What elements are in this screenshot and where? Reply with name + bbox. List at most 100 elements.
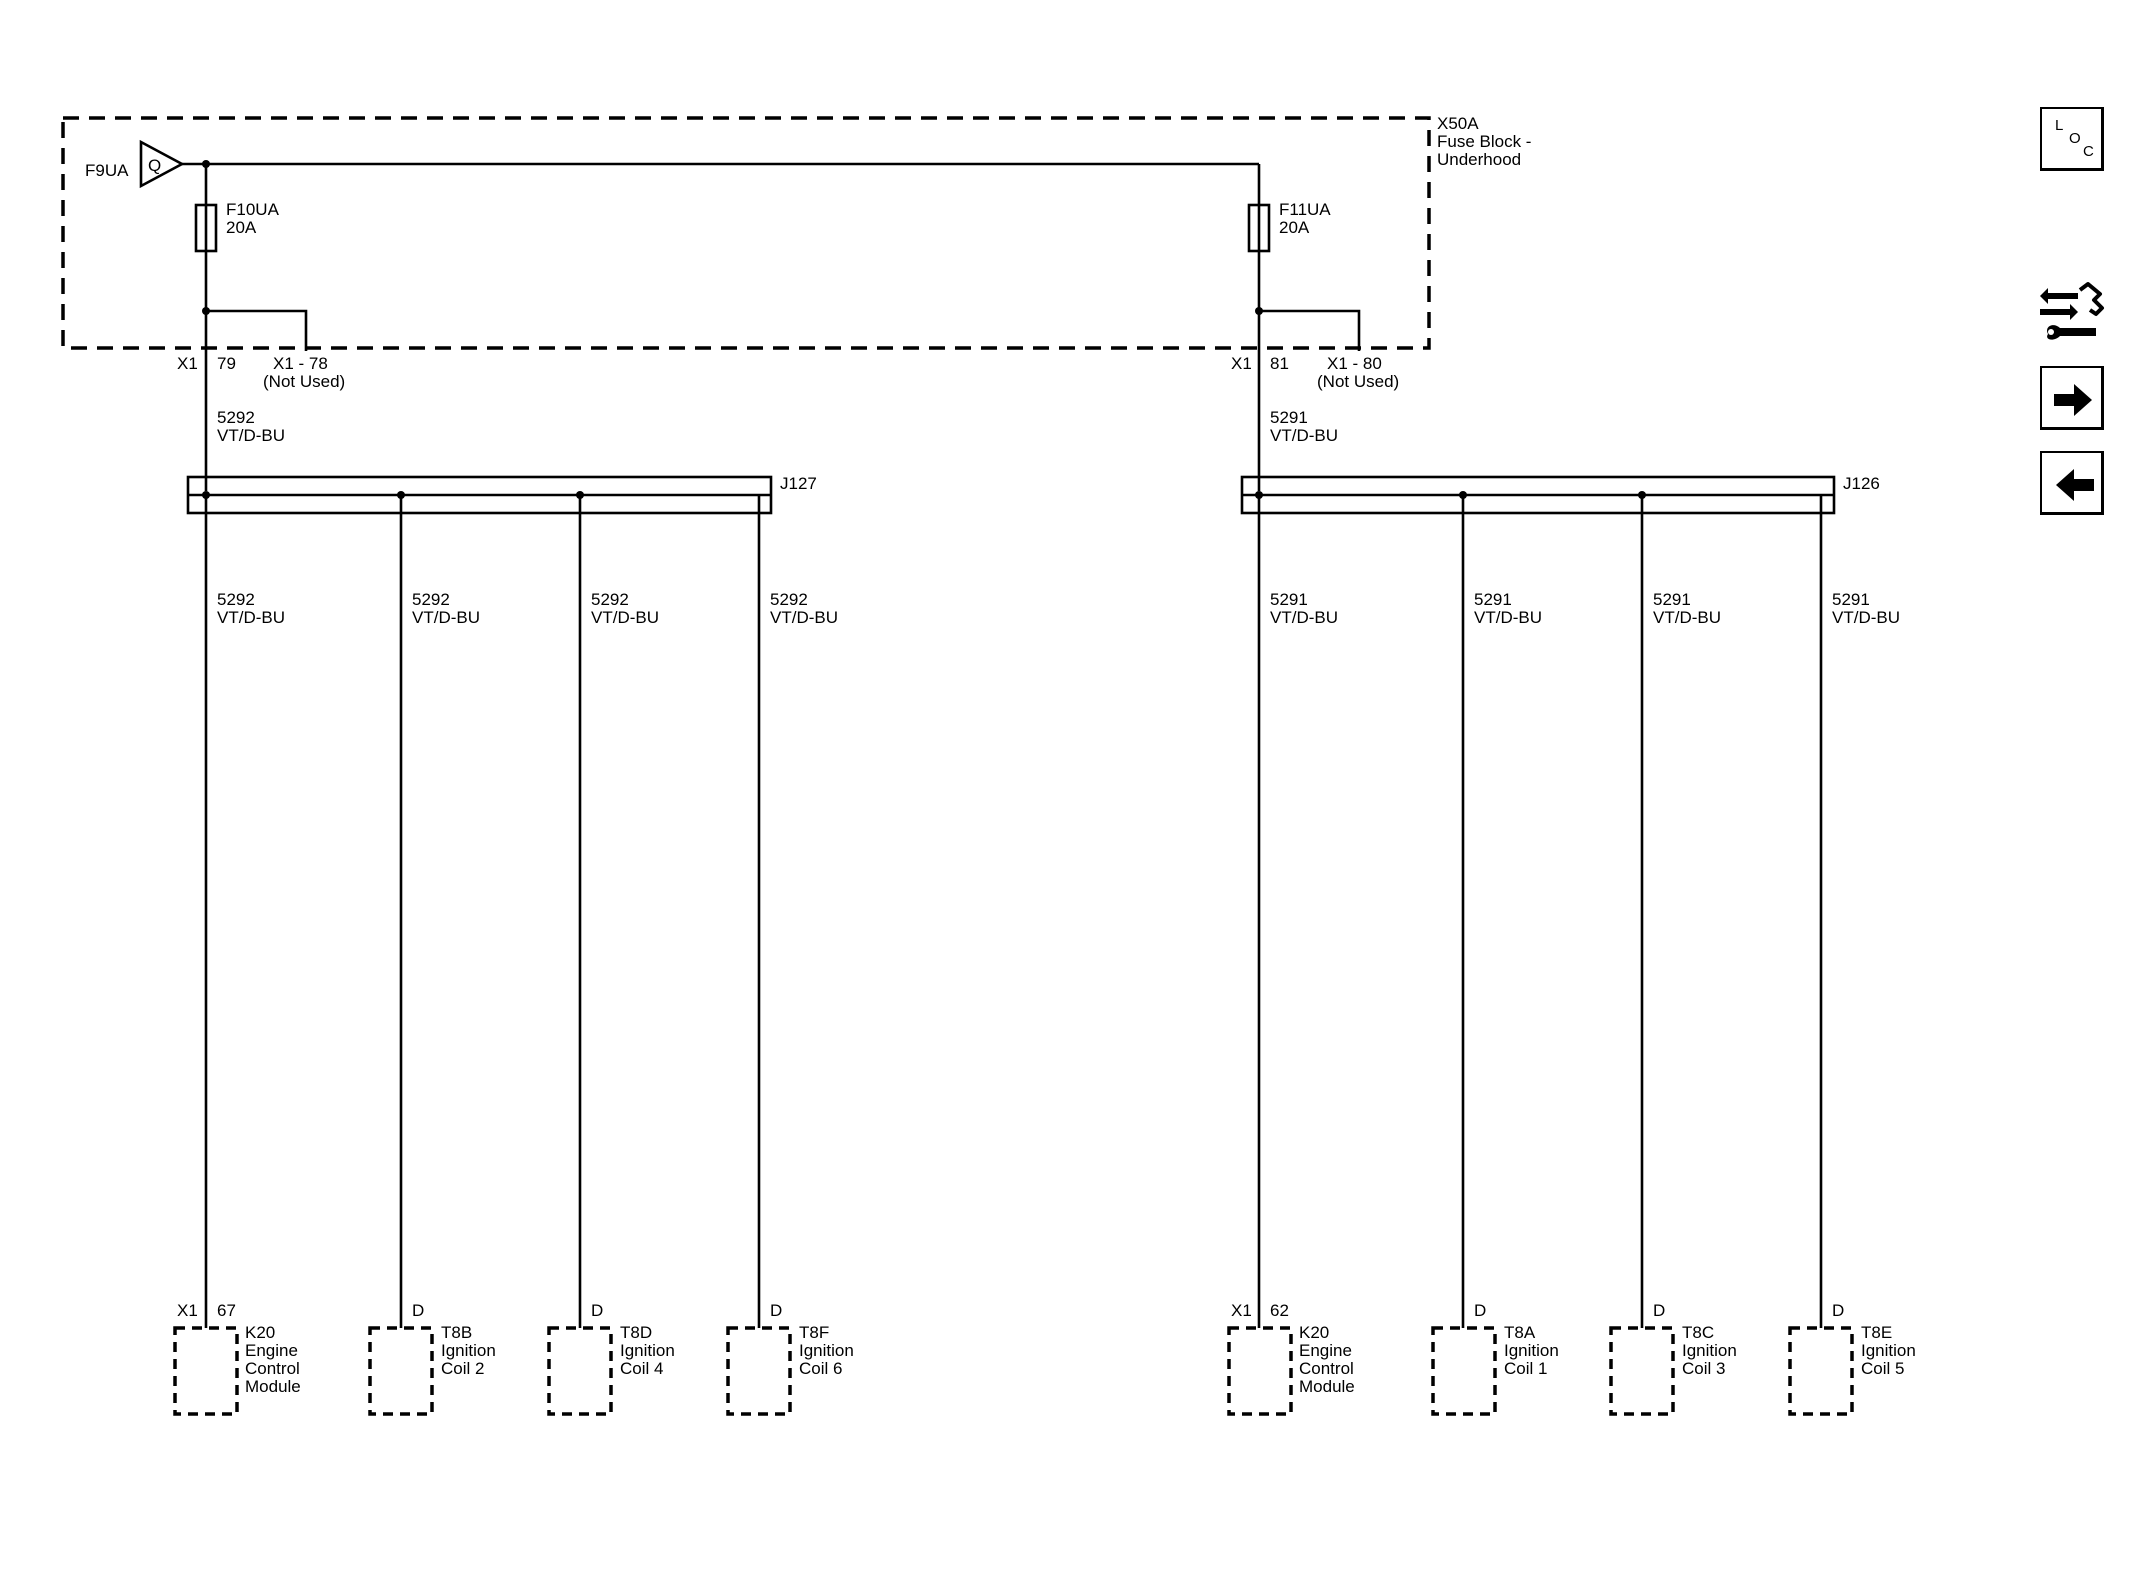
fuse-block-id: X50A (1437, 114, 1479, 133)
component-connector-box (726, 1326, 792, 1416)
branch-connector: X1 (177, 1301, 198, 1320)
branch-t8a-coil-1: 5291 VT/D-BU D T8A Ignition Coil 1 (1431, 491, 1559, 1416)
component-name-line1: Ignition (1504, 1341, 1559, 1360)
unused-pin-80-stub (1259, 309, 1361, 351)
previous-page-button[interactable] (2040, 451, 2104, 515)
component-id: T8F (799, 1323, 829, 1342)
component-name-line1: Ignition (620, 1341, 675, 1360)
circuit-5291-feed-number: 5291 (1270, 408, 1308, 427)
component-name-line2: Control (1299, 1359, 1354, 1378)
branch-t8c-coil-3: 5291 VT/D-BU D T8C Ignition Coil 3 (1609, 491, 1737, 1416)
component-connector-box (1227, 1326, 1293, 1416)
component-id: T8E (1861, 1323, 1892, 1342)
branch-t8d-coil-4: 5292 VT/D-BU D T8D Ignition Coil 4 (547, 491, 675, 1416)
branch-circuit-number: 5292 (770, 590, 808, 609)
branch-circuit-number: 5292 (217, 590, 255, 609)
branch-connector: X1 (1231, 1301, 1252, 1320)
component-id: T8C (1682, 1323, 1714, 1342)
branch-wire-color: VT/D-BU (412, 608, 480, 627)
unused-pin-80-note: (Not Used) (1317, 372, 1399, 391)
branch-wire-color: VT/D-BU (1270, 608, 1338, 627)
branch-circuit-number: 5291 (1832, 590, 1870, 609)
branch-wire-color: VT/D-BU (1832, 608, 1900, 627)
branch-pin: D (1474, 1301, 1486, 1320)
left-connector-label: X1 (177, 354, 198, 373)
branch-pin: D (412, 1301, 424, 1320)
loc-letter-l: L (2055, 117, 2064, 134)
component-connector-box (547, 1326, 613, 1416)
component-connector-box (1431, 1326, 1497, 1416)
component-connector-box (173, 1326, 239, 1416)
branch-pin: D (770, 1301, 782, 1320)
component-id: T8A (1504, 1323, 1536, 1342)
component-name-line3: Module (245, 1377, 301, 1396)
component-connector-box (368, 1326, 434, 1416)
branch-wire-color: VT/D-BU (1474, 608, 1542, 627)
component-name-line2: Coil 5 (1861, 1359, 1904, 1378)
branch-t8f-coil-6: 5292 VT/D-BU D T8F Ignition Coil 6 (726, 495, 854, 1416)
left-pin-label: 79 (217, 354, 236, 373)
component-name-line1: Ignition (799, 1341, 854, 1360)
power-source-symbol (139, 139, 185, 189)
branch-circuit-number: 5291 (1474, 590, 1512, 609)
splice-j127-branches: 5292 VT/D-BU X1 67 K20 Engine Control Mo… (173, 491, 854, 1416)
component-connector-box (1609, 1326, 1675, 1416)
branch-t8b-coil-2: 5292 VT/D-BU D T8B Ignition Coil 2 (368, 491, 496, 1416)
component-name-line3: Module (1299, 1377, 1355, 1396)
branch-circuit-number: 5291 (1270, 590, 1308, 609)
loc-letter-c: C (2083, 143, 2094, 160)
component-name-line2: Coil 6 (799, 1359, 842, 1378)
component-name-line1: Ignition (1682, 1341, 1737, 1360)
branch-wire-color: VT/D-BU (217, 608, 285, 627)
next-page-button[interactable] (2040, 366, 2104, 430)
circuit-5292-feed-number: 5292 (217, 408, 255, 427)
right-connector-label: X1 (1231, 354, 1252, 373)
fuse-f11ua-rating: 20A (1279, 218, 1310, 237)
location-button[interactable]: L O C (2040, 107, 2104, 171)
source-id: F9UA (85, 161, 129, 180)
source-symbol: Q (148, 156, 161, 175)
component-id: T8B (441, 1323, 472, 1342)
splice-j126-label: J126 (1843, 474, 1880, 493)
component-id: K20 (1299, 1323, 1329, 1342)
branch-circuit-number: 5292 (591, 590, 629, 609)
component-name-line2: Coil 2 (441, 1359, 484, 1378)
arrow-right-icon (2054, 384, 2092, 416)
component-name-line1: Ignition (1861, 1341, 1916, 1360)
branch-pin: D (1832, 1301, 1844, 1320)
branch-wire-color: VT/D-BU (591, 608, 659, 627)
branch-pin: 62 (1270, 1301, 1289, 1320)
branch-wire-color: VT/D-BU (770, 608, 838, 627)
component-name-line2: Coil 4 (620, 1359, 663, 1378)
branch-pin: D (591, 1301, 603, 1320)
branch-wire-color: VT/D-BU (1653, 608, 1721, 627)
fuse-f11ua-id: F11UA (1279, 200, 1331, 219)
unused-pin-78-stub (206, 309, 308, 351)
circuit-5291-feed-color: VT/D-BU (1270, 426, 1338, 445)
circuit-5292-feed-color: VT/D-BU (217, 426, 285, 445)
fuse-f10ua-id: F10UA (226, 200, 280, 219)
component-name-line1: Engine (1299, 1341, 1352, 1360)
branch-circuit-number: 5292 (412, 590, 450, 609)
branch-pin: D (1653, 1301, 1665, 1320)
splice-j127-label: J127 (780, 474, 817, 493)
component-name-line2: Coil 3 (1682, 1359, 1725, 1378)
fuse-f10ua-rating: 20A (226, 218, 257, 237)
component-name-line1: Ignition (441, 1341, 496, 1360)
component-id: K20 (245, 1323, 275, 1342)
unused-pin-78-label: X1 - 78 (273, 354, 328, 373)
loc-letter-o: O (2069, 130, 2081, 147)
fuse-block-name-line2: Underhood (1437, 150, 1521, 169)
component-connector-box (1788, 1326, 1854, 1416)
related-circuits-button[interactable] (2034, 276, 2110, 350)
branch-t8e-coil-5: 5291 VT/D-BU D T8E Ignition Coil 5 (1788, 495, 1916, 1416)
arrow-left-icon (2056, 469, 2094, 501)
branch-k20-ecm-j126: 5291 VT/D-BU X1 62 K20 Engine Control Mo… (1227, 491, 1355, 1416)
fuse-block-outline (61, 116, 1431, 350)
branch-k20-ecm-j127: 5292 VT/D-BU X1 67 K20 Engine Control Mo… (173, 491, 301, 1416)
component-id: T8D (620, 1323, 652, 1342)
branch-pin: 67 (217, 1301, 236, 1320)
component-name-line2: Control (245, 1359, 300, 1378)
